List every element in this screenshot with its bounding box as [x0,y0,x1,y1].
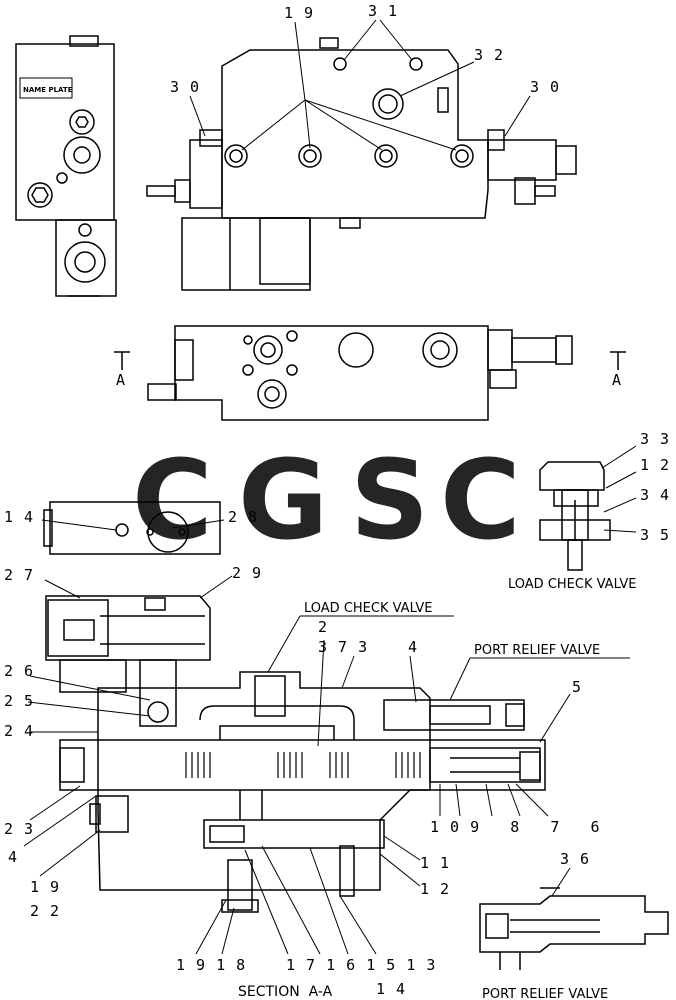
callout-27: 2 7 [4,566,34,584]
callout-4-top: 4 [408,638,418,656]
port-relief-valve-label-main: PORT RELIEF VALVE [474,643,600,658]
callout-14-bottom: 1 4 [376,980,406,998]
callout-10-9-8-7-6: 1 0 9 8 7 6 [430,818,601,836]
section-aa-main [45,595,546,913]
callout-26: 2 6 [4,662,34,680]
callout-4-left: 4 [8,848,18,866]
name-plate-label: NAME PLATE [23,86,73,94]
callout-23: 2 3 [4,820,34,838]
callout-34: 3 4 [640,486,670,504]
callout-5: 5 [572,678,582,696]
side-view-left [15,35,117,297]
load-check-valve-label-detail: LOAD CHECK VALVE [508,577,637,592]
callout-35: 3 5 [640,526,670,544]
callout-11: 1 1 [420,854,450,872]
callout-14: 1 4 [4,508,34,526]
section-marker-a-right: A [612,371,622,389]
callout-37-3: 3 7 3 [318,638,368,656]
watermark-letter-c2: C [440,436,521,564]
callout-17-16-15-13: 1 7 1 6 1 5 1 3 [286,956,436,974]
callout-32: 3 2 [474,46,504,64]
callout-30-left: 3 0 [170,78,200,96]
top-main-view [146,37,577,291]
callout-33: 3 3 [640,430,670,448]
callout-30-right: 3 0 [530,78,560,96]
watermark-letter-g: G [238,436,328,564]
port-relief-valve-detail [479,887,669,970]
callout-2: 2 [318,618,328,636]
load-check-valve-detail [539,461,611,571]
callout-19-22: 1 9 2 2 [30,878,70,920]
callout-29: 2 9 [232,564,262,582]
leader-lines [23,19,637,955]
watermark-letter-c1: C [132,436,213,564]
section-marker-a-left: A [116,371,126,389]
section-aa-caption: SECTION A-A [238,984,333,1000]
cgsc-watermark: C G S C [132,436,521,564]
callout-24: 2 4 [4,722,34,740]
callout-25: 2 5 [4,692,34,710]
section-markers [114,351,626,370]
callout-28: 2 8 [228,508,258,526]
small-end-view [43,501,221,555]
middle-view [147,325,573,421]
port-relief-valve-label-detail: PORT RELIEF VALVE [482,987,608,1000]
callout-36: 3 6 [560,850,590,868]
callout-12-bottom: 1 2 [420,880,450,898]
callout-19-18: 1 9 1 8 [176,956,246,974]
callout-19-top: 1 9 [284,4,314,22]
load-check-valve-label-main: LOAD CHECK VALVE [304,601,433,616]
callout-12-right: 1 2 [640,456,670,474]
callout-31: 3 1 [368,2,398,20]
watermark-letter-s: S [350,436,429,564]
